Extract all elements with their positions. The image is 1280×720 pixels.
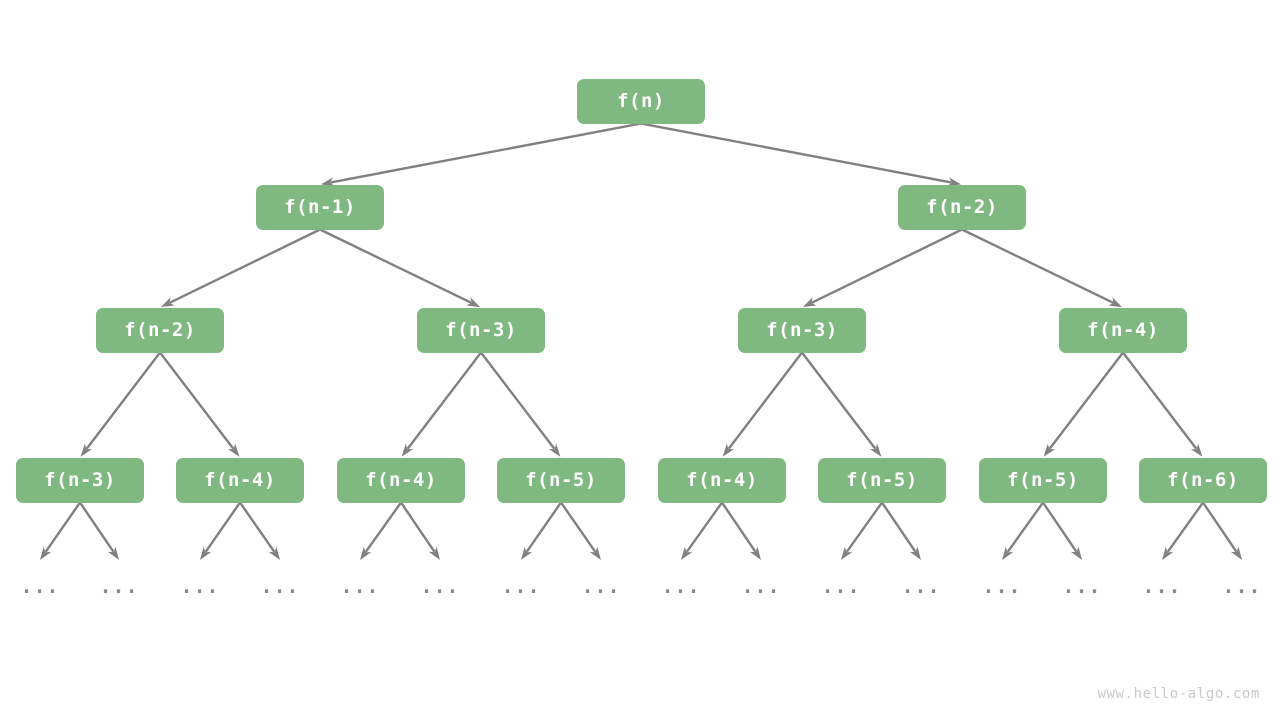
tree-node: f(n-4) [337, 457, 465, 503]
tree-node: f(n-4) [658, 457, 786, 503]
ellipsis-marker: ... [901, 574, 941, 598]
tree-edge [319, 228, 481, 308]
tree-edge [961, 228, 1123, 308]
tree-node: f(n-3) [738, 307, 866, 353]
tree-edge-leaf [1202, 501, 1242, 560]
ellipsis-marker: ... [99, 574, 139, 598]
ellipsis-marker: ... [661, 574, 701, 598]
tree-edge [640, 122, 962, 187]
ellipsis-marker: ... [1142, 574, 1182, 598]
ellipsis-marker: ... [340, 574, 380, 598]
tree-node: f(n-1) [256, 184, 384, 230]
tree-edge-leaf [239, 501, 280, 560]
tree-edge-leaf [40, 501, 81, 560]
ellipsis-marker: ... [581, 574, 621, 598]
tree-edge-leaf [521, 501, 562, 560]
tree-edge-leaf [200, 501, 241, 560]
tree-edge [802, 228, 963, 308]
tree-edge [159, 351, 240, 457]
ellipsis-marker: ... [741, 574, 781, 598]
tree-edge-leaf [560, 501, 601, 560]
tree-edge-leaf [1162, 501, 1204, 560]
ellipsis-marker: ... [1222, 574, 1262, 598]
ellipsis-marker: ... [821, 574, 861, 598]
tree-edge [722, 351, 803, 457]
tree-node: f(n-4) [176, 457, 304, 503]
tree-edge-leaf [360, 501, 402, 560]
tree-node: f(n-6) [1139, 457, 1267, 503]
ellipsis-marker: ... [420, 574, 460, 598]
tree-node: f(n-5) [979, 457, 1107, 503]
tree-node: f(n-2) [96, 307, 224, 353]
tree-edge-leaf [681, 501, 723, 560]
ellipsis-marker: ... [260, 574, 300, 598]
tree-node: f(n-3) [16, 457, 144, 503]
tree-edge-leaf [841, 501, 883, 560]
tree-edge [160, 228, 321, 308]
tree-edge [480, 351, 561, 457]
tree-edge-leaf [1002, 501, 1044, 560]
tree-edge [1122, 351, 1203, 457]
tree-node: f(n) [577, 78, 705, 124]
tree-edge-leaf [400, 501, 440, 560]
ellipsis-marker: ... [982, 574, 1022, 598]
tree-edge [1043, 351, 1124, 457]
tree-node: f(n-5) [497, 457, 625, 503]
tree-edge [320, 122, 642, 187]
tree-node: f(n-3) [417, 307, 545, 353]
watermark: www.hello-algo.com [1097, 686, 1260, 702]
tree-edge-leaf [881, 501, 921, 560]
ellipsis-marker: ... [20, 574, 60, 598]
tree-node: f(n-4) [1059, 307, 1187, 353]
ellipsis-marker: ... [1062, 574, 1102, 598]
tree-edge-leaf [1042, 501, 1082, 560]
tree-edge [401, 351, 482, 457]
tree-node: f(n-2) [898, 184, 1026, 230]
tree-edge [80, 351, 161, 457]
tree-edge-leaf [79, 501, 119, 560]
tree-node: f(n-5) [818, 457, 946, 503]
tree-edge [801, 351, 882, 457]
ellipsis-marker: ... [501, 574, 541, 598]
tree-edge-leaf [721, 501, 761, 560]
ellipsis-marker: ... [180, 574, 220, 598]
